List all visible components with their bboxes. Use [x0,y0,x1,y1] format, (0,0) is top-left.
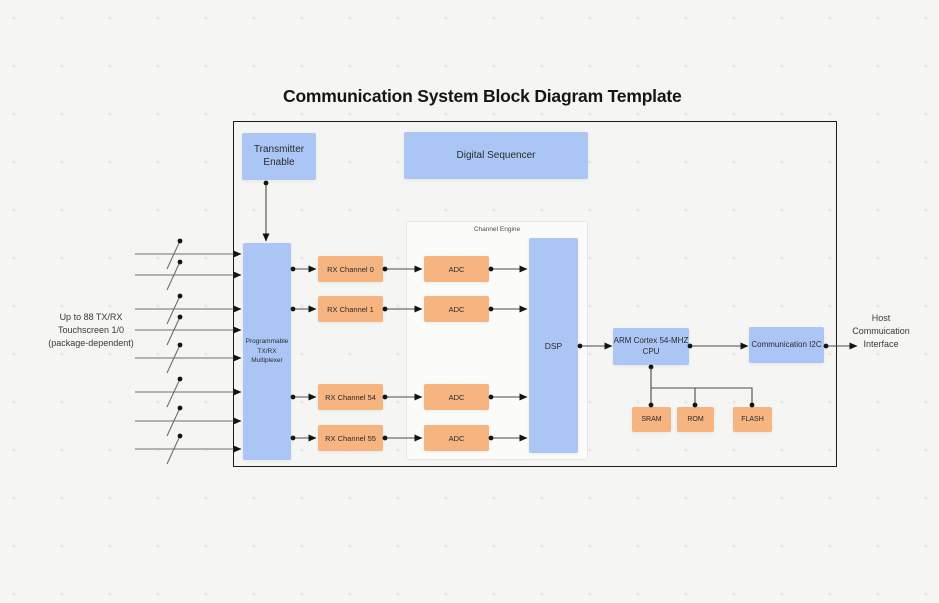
node-communication-i2c[interactable]: Communication I2C [749,327,824,363]
node-arm-cpu[interactable]: ARM Cortex 54-MHZ CPU [613,328,689,365]
node-digital-sequencer[interactable]: Digital Sequencer [404,132,588,179]
node-adc-3[interactable]: ADC [424,425,489,451]
node-dsp[interactable]: DSP [529,238,578,453]
node-rx-channel-55[interactable]: RX Channel 55 [318,425,383,451]
io-input-lines [135,242,242,465]
io-switch-dots [177,238,183,439]
node-adc-1[interactable]: ADC [424,296,489,322]
node-adc-0[interactable]: ADC [424,256,489,282]
host-interface-annotation: Host Commuication Interface [852,313,910,349]
channel-engine-label: Channel Engine [473,226,521,233]
node-tx-rx-multiplexer[interactable]: Programmable TX/RX Multiplexer [243,243,291,460]
node-rx-channel-1[interactable]: RX Channel 1 [318,296,383,322]
node-transmitter-enable[interactable]: Transmitter Enable [242,133,316,180]
node-rom[interactable]: ROM [677,407,714,432]
node-rx-channel-54[interactable]: RX Channel 54 [318,384,383,410]
node-sram[interactable]: SRAM [632,407,671,432]
diagram-frame [233,121,837,467]
node-adc-2[interactable]: ADC [424,384,489,410]
io-left-annotation: Up to 88 TX/RX Touchscreen 1/0 (package-… [48,312,134,348]
node-flash[interactable]: FLASH [733,407,772,432]
diagram-title: Communication System Block Diagram Templ… [283,86,682,106]
node-rx-channel-0[interactable]: RX Channel 0 [318,256,383,282]
